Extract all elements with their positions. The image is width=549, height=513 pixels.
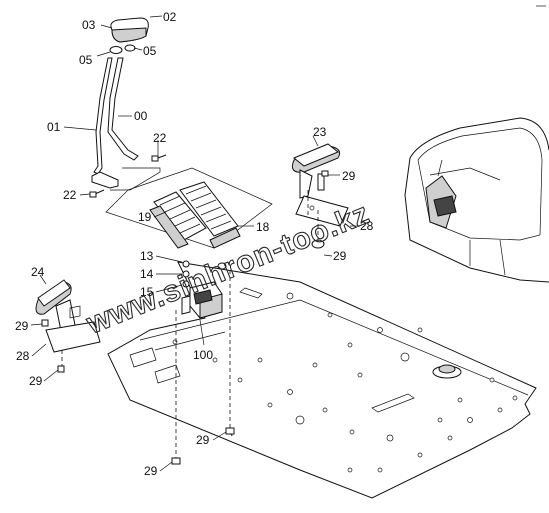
label-22-upper: 22 [153, 131, 167, 145]
label-23: 23 [313, 125, 327, 139]
label-01: 01 [47, 120, 61, 134]
label-03: 03 [82, 18, 96, 32]
label-29-valve-left: 29 [144, 464, 158, 478]
travel-lever-assembly [89, 17, 167, 198]
label-29-valve-right: 29 [196, 433, 210, 447]
label-13: 13 [140, 249, 154, 263]
label-00: 00 [134, 109, 148, 123]
label-28-upper: 28 [360, 219, 374, 233]
floor-plate [107, 261, 537, 499]
label-18: 18 [256, 220, 270, 234]
label-05-right: 05 [143, 44, 157, 58]
travel-pedal-pads [105, 167, 273, 249]
label-29-pedal23: 29 [342, 169, 356, 183]
leader-lines [30, 15, 360, 472]
label-29-under-pedal23: 29 [333, 249, 347, 263]
pedal-23-assembly [291, 143, 349, 249]
label-02: 02 [163, 10, 177, 24]
label-28-lower: 28 [16, 349, 30, 363]
label-14: 14 [140, 267, 154, 281]
cab-outline [404, 117, 549, 283]
pilot-valve-100 [171, 260, 235, 465]
label-24: 24 [31, 265, 45, 279]
pedal-24-assembly [35, 279, 101, 373]
part-labels: 03 02 05 05 00 01 22 22 23 29 19 18 28 2… [15, 10, 374, 478]
label-100: 100 [193, 348, 213, 362]
label-05-left: 05 [79, 53, 93, 67]
label-15: 15 [140, 285, 154, 299]
label-22-lower: 22 [63, 188, 77, 202]
label-19: 19 [138, 210, 152, 224]
label-29-under-pedal24: 29 [29, 374, 43, 388]
label-29-pedal24: 29 [15, 319, 29, 333]
